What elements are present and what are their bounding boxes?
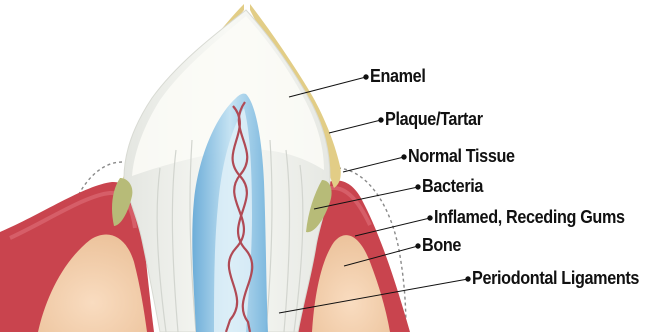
label-bone: Bone bbox=[422, 235, 461, 256]
leader-dot-bacteria bbox=[416, 185, 420, 189]
leader-dot-normal-tissue bbox=[402, 155, 406, 159]
leader-dot-inflamed-gums bbox=[428, 216, 432, 220]
label-periodontal-ligaments: Periodontal Ligaments bbox=[472, 268, 639, 289]
label-enamel: Enamel bbox=[370, 66, 425, 87]
label-plaque-tartar: Plaque/Tartar bbox=[385, 109, 483, 130]
leader-dot-periodontal-ligaments bbox=[466, 277, 470, 281]
label-normal-tissue: Normal Tissue bbox=[408, 146, 515, 167]
label-inflamed-receding-gums: Inflamed, Receding Gums bbox=[434, 207, 625, 228]
leader-dot-enamel bbox=[364, 75, 368, 79]
leader-dot-plaque bbox=[379, 118, 383, 122]
leader-dot-bone bbox=[416, 244, 420, 248]
label-bacteria: Bacteria bbox=[422, 176, 483, 197]
leader-normal-tissue bbox=[343, 157, 404, 172]
leader-plaque bbox=[329, 120, 381, 133]
